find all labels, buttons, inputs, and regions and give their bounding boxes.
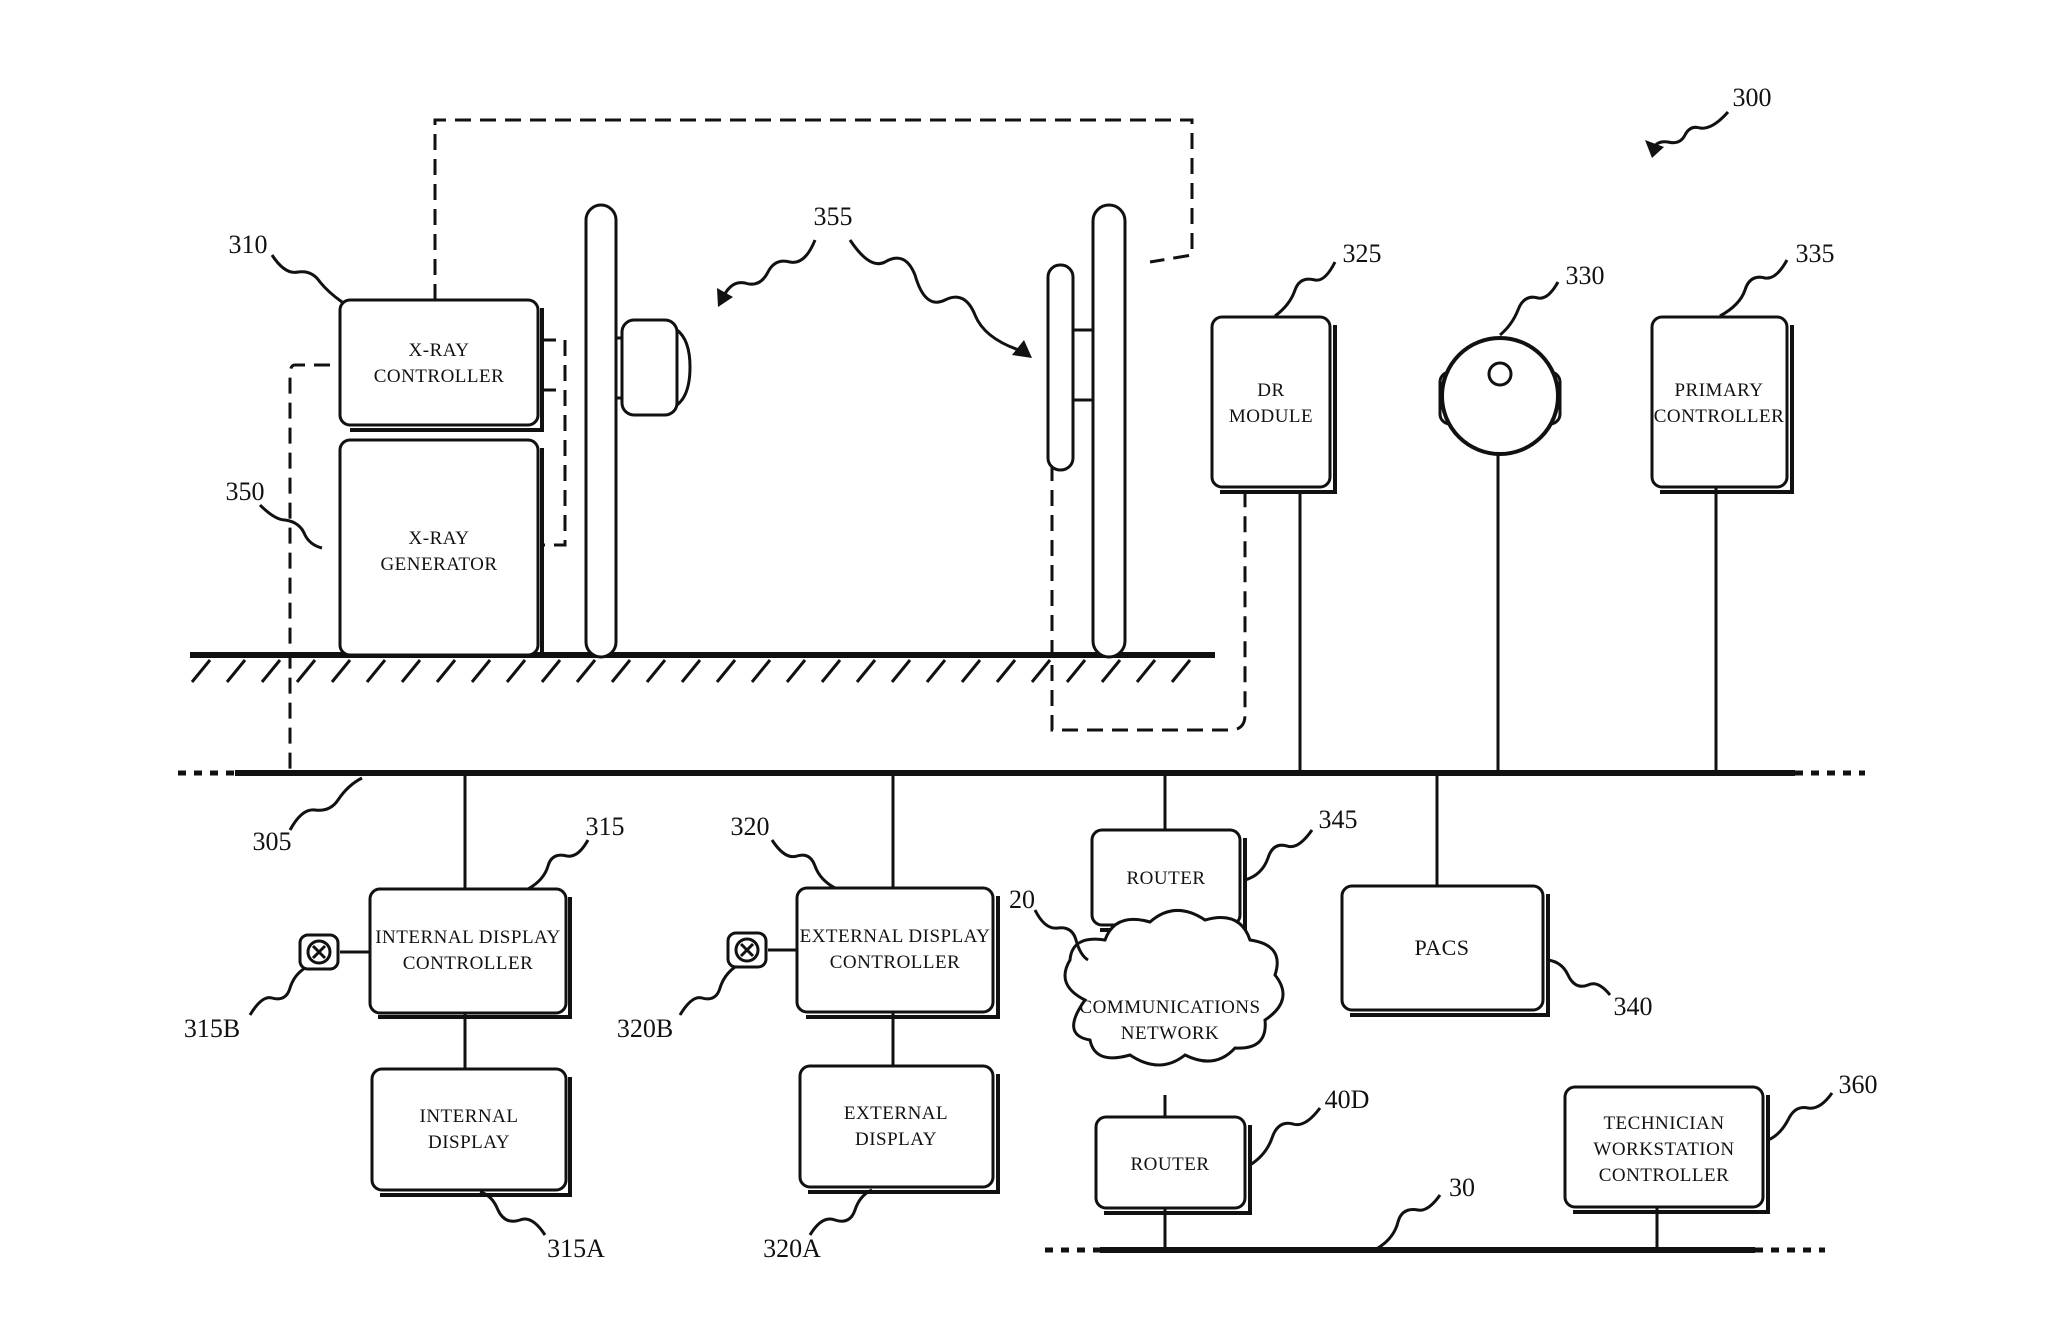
ref-30: 30	[1449, 1173, 1475, 1202]
xray-generator-label-1: X-RAY	[409, 528, 470, 549]
xray-controller-box: X-RAY CONTROLLER	[338, 298, 544, 432]
xray-generator-label-2: GENERATOR	[380, 554, 497, 575]
ref-335: 335	[1796, 239, 1835, 268]
network-label-2: NETWORK	[1121, 1023, 1219, 1044]
technician-workstation-box: TECHNICIAN WORKSTATION CONTROLLER	[1563, 1085, 1770, 1214]
primary-controller-label-2: CONTROLLER	[1654, 406, 1785, 427]
ref-315a: 315A	[547, 1234, 605, 1263]
ref-315: 315	[586, 812, 625, 841]
pacs-box: PACS	[1340, 884, 1550, 1017]
xray-controller-label-2: CONTROLLER	[374, 366, 505, 387]
internal-display-label-2: DISPLAY	[428, 1132, 510, 1153]
ref-305: 305	[253, 827, 292, 856]
external-display-controller-box: EXTERNAL DISPLAY CONTROLLER	[795, 886, 1000, 1019]
ref-310: 310	[229, 230, 268, 259]
ref-315b: 315B	[184, 1014, 240, 1043]
ref-300: 300	[1733, 83, 1772, 112]
camera-device	[1438, 336, 1562, 456]
ref-320a: 320A	[763, 1234, 821, 1263]
dr-module-box: DR MODULE	[1210, 315, 1337, 494]
pacs-label: PACS	[1414, 935, 1469, 960]
ref-320b: 320B	[617, 1014, 673, 1043]
dr-module-label-2: MODULE	[1229, 406, 1313, 427]
reference-numerals: 300 355 310 350 325 330 335 305 315 320 …	[184, 83, 1878, 1263]
technician-label-1: TECHNICIAN	[1603, 1113, 1724, 1134]
router-bottom-label: ROUTER	[1131, 1154, 1210, 1175]
ref-340: 340	[1614, 992, 1653, 1021]
ref-330: 330	[1566, 261, 1605, 290]
external-knob	[726, 931, 797, 969]
xray-controller-label-1: X-RAY	[409, 340, 470, 361]
network-cloud: COMMUNICATIONS NETWORK	[1063, 909, 1285, 1067]
external-display-controller-label-2: CONTROLLER	[830, 952, 961, 973]
ref-360: 360	[1839, 1070, 1878, 1099]
external-display-label-2: DISPLAY	[855, 1129, 937, 1150]
external-display-box: EXTERNAL DISPLAY	[798, 1064, 1000, 1194]
internal-display-box: INTERNAL DISPLAY	[370, 1067, 572, 1197]
xray-generator-box: X-RAY GENERATOR	[338, 438, 544, 657]
dr-module-label-1: DR	[1257, 380, 1284, 401]
floor	[190, 652, 1215, 683]
ref-320: 320	[731, 812, 770, 841]
internal-display-controller-label-1: INTERNAL DISPLAY	[375, 927, 561, 948]
internal-display-label-1: INTERNAL	[420, 1106, 519, 1127]
ref-40d: 40D	[1325, 1085, 1370, 1114]
connection-lines	[463, 455, 1718, 1250]
ref-20: 20	[1009, 885, 1035, 914]
primary-controller-label-1: PRIMARY	[1674, 380, 1763, 401]
technician-label-2: WORKSTATION	[1593, 1139, 1734, 1160]
network-label-1: COMMUNICATIONS	[1079, 997, 1260, 1018]
ref-345: 345	[1319, 805, 1358, 834]
router-top-label: ROUTER	[1127, 868, 1206, 889]
ref-325: 325	[1343, 239, 1382, 268]
camera-icon	[1440, 336, 1560, 456]
detector-stand	[1046, 203, 1127, 659]
router-bottom-box: ROUTER	[1094, 1115, 1252, 1215]
leader-lines	[248, 111, 1834, 1250]
ref-350: 350	[226, 477, 265, 506]
external-display-controller-label-1: EXTERNAL DISPLAY	[800, 926, 991, 947]
internal-display-controller-label-2: CONTROLLER	[403, 953, 534, 974]
technician-label-3: CONTROLLER	[1599, 1165, 1730, 1186]
internal-knob	[298, 933, 370, 971]
external-display-label-1: EXTERNAL	[844, 1103, 948, 1124]
xray-tube-stand	[584, 203, 692, 659]
internal-display-controller-box: INTERNAL DISPLAY CONTROLLER	[368, 887, 572, 1019]
primary-controller-box: PRIMARY CONTROLLER	[1650, 315, 1794, 494]
ref-355: 355	[814, 202, 853, 231]
